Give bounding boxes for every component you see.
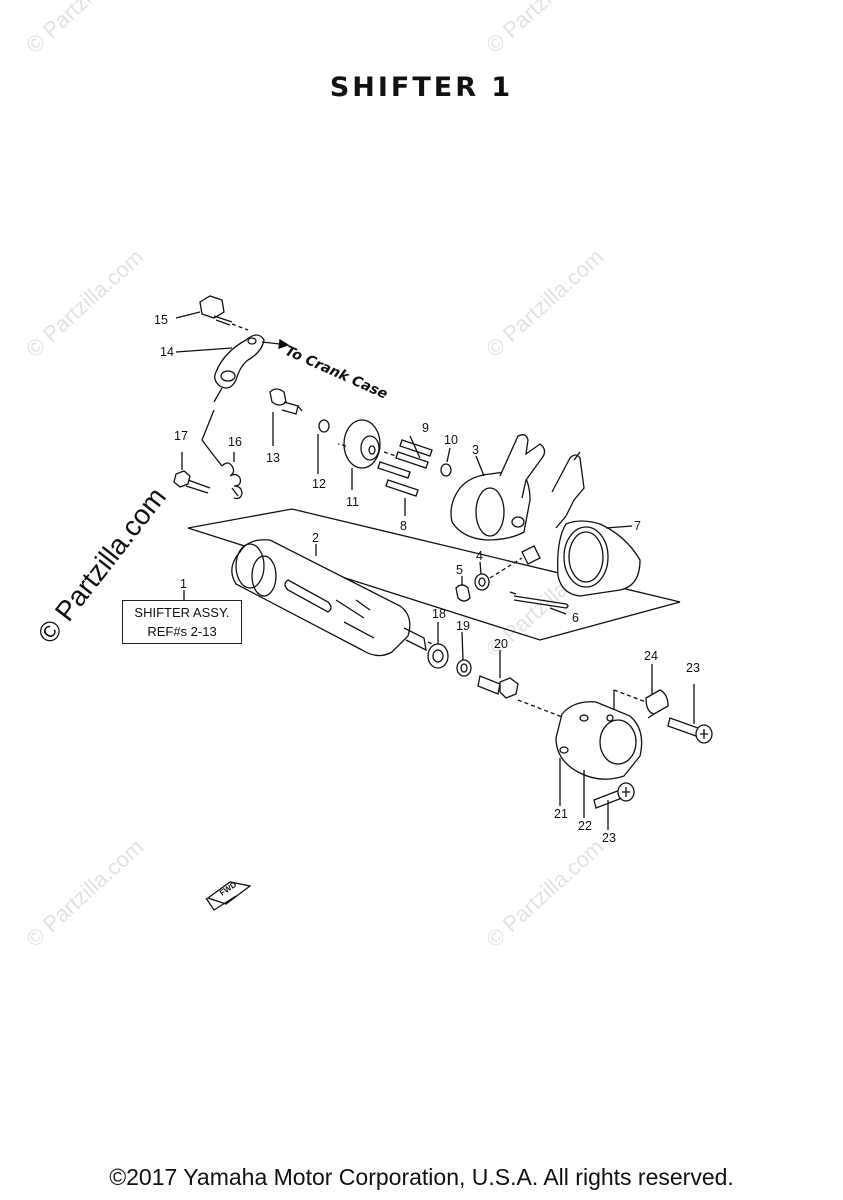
assembly-label-line-2: REF#s 2-13 [147, 624, 217, 639]
callout-9: 9 [422, 421, 429, 435]
to-crank-case-note: To Crank Case [282, 343, 390, 403]
callout-12: 12 [312, 477, 326, 491]
callout-3: 3 [472, 443, 479, 457]
callout-22: 22 [578, 819, 592, 833]
callout-15: 15 [154, 313, 168, 327]
callout-23: 23 [686, 661, 700, 675]
fwd-arrow-icon [206, 882, 250, 910]
leader-9 [410, 436, 420, 458]
part-10-washer [441, 464, 451, 476]
callout-13: 13 [266, 451, 280, 465]
callout-11: 11 [346, 495, 359, 509]
callout-2: 2 [312, 531, 319, 545]
callout-8: 8 [400, 519, 407, 533]
part-12-clip [319, 420, 329, 432]
callout-20: 20 [494, 637, 508, 651]
callout-17: 17 [174, 429, 188, 443]
part-23-screw-lower [594, 783, 634, 808]
page-title: SHIFTER 1 [329, 72, 514, 103]
assembly-outline [187, 508, 681, 641]
part-4-roller [475, 574, 489, 590]
leader-14 [176, 348, 232, 352]
leader-19 [462, 632, 463, 660]
part-3-shift-fork [451, 435, 545, 540]
part-18-washer [428, 644, 448, 668]
callout-1: 1 [180, 577, 187, 591]
copyright-footer: ©2017 Yamaha Motor Corporation, U.S.A. A… [109, 1164, 734, 1190]
part-2-shift-drum [232, 540, 426, 656]
leader-6 [550, 608, 566, 614]
callout-21: 21 [554, 807, 568, 821]
callout-7: 7 [634, 519, 641, 533]
part-13-pin [270, 389, 302, 414]
leader-15 [176, 312, 200, 318]
part-15-bolt [200, 296, 232, 325]
assembly-label-line-1: SHIFTER ASSY. [134, 605, 230, 620]
callout-10: 10 [444, 433, 458, 447]
callout-23: 23 [602, 831, 616, 845]
callout-5: 5 [456, 563, 463, 577]
part-8-pin [378, 462, 418, 496]
callout-24: 24 [644, 649, 658, 663]
part-24-clamp [646, 690, 668, 718]
shifter-assembly-label: SHIFTER ASSY. REF#s 2-13 [122, 600, 242, 644]
part-21-cover [556, 702, 642, 779]
callout-14: 14 [160, 345, 174, 359]
callout-16: 16 [228, 435, 242, 449]
part-20-bolt [478, 676, 518, 698]
small-block [522, 546, 540, 564]
part-6-cotter-pin [510, 592, 568, 608]
leader-7 [606, 526, 632, 528]
part-23-screw-upper [668, 718, 712, 743]
part-14-lever [214, 335, 264, 402]
part-19-washer [457, 660, 471, 676]
callout-18: 18 [432, 607, 446, 621]
callout-6: 6 [572, 611, 579, 625]
part-7-shift-fork [552, 452, 640, 596]
leader-3 [476, 456, 484, 476]
leader-10 [447, 448, 450, 462]
part-11-plate [344, 420, 380, 468]
callout-4: 4 [476, 549, 483, 563]
part-17-screw [174, 471, 210, 493]
part-5-pin [456, 585, 470, 601]
leader-4 [480, 562, 481, 574]
part-16-spring [202, 410, 242, 499]
callout-19: 19 [456, 619, 470, 633]
